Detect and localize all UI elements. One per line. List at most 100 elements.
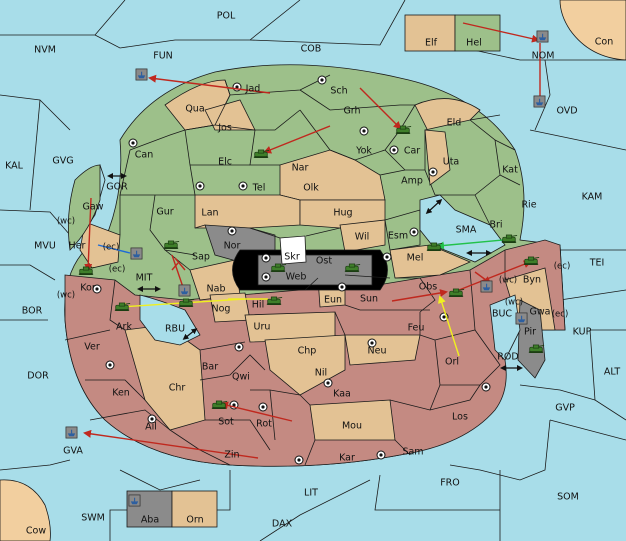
label-gwa: Gwa xyxy=(530,307,551,318)
region-esm[interactable] xyxy=(384,209,421,251)
label-nar: Nar xyxy=(292,163,309,174)
label-fro: FRO xyxy=(440,478,460,489)
label-kat: Kat xyxy=(502,165,518,176)
label-tei: TEI xyxy=(589,258,605,269)
label-nil: Nil xyxy=(315,368,327,379)
label-ec-gwa: (ec) xyxy=(552,310,569,320)
label-nor: Nor xyxy=(224,241,241,252)
region-orl[interactable] xyxy=(434,329,501,386)
label-chr: Chr xyxy=(169,383,186,394)
label-ver: Ver xyxy=(84,342,100,353)
label-web: Web xyxy=(286,272,307,283)
label-nab: Nab xyxy=(207,284,226,295)
label-wil: Wil xyxy=(355,232,369,243)
region-wil[interactable] xyxy=(339,219,386,253)
label-mel: Mel xyxy=(407,253,424,264)
region-cow[interactable] xyxy=(0,479,51,541)
label-wc-gwa: (wc) xyxy=(505,298,523,308)
region-con[interactable] xyxy=(559,0,626,61)
label-fun: FUN xyxy=(153,51,173,62)
label-kar: Kar xyxy=(339,453,355,464)
label-aba: Aba xyxy=(141,515,159,526)
region-mel[interactable] xyxy=(389,244,472,279)
label-gvp: GVP xyxy=(555,403,575,414)
region-hel[interactable] xyxy=(454,14,501,52)
label-elc: Elc xyxy=(218,157,232,168)
label-ail: Ail xyxy=(145,422,157,433)
label-orn: Orn xyxy=(186,515,203,526)
label-eld: Eld xyxy=(447,118,462,129)
label-jos: Jos xyxy=(217,123,232,134)
label-buc: BUC xyxy=(492,309,512,320)
label-los: Los xyxy=(452,412,468,423)
map-labels: POL NVM FUN COB Con Elf Hel NOM OVD Jad … xyxy=(5,11,620,537)
label-chp: Chp xyxy=(298,346,317,357)
label-bor: BOR xyxy=(22,306,43,317)
label-pir: Pir xyxy=(524,327,536,338)
label-gva: GVA xyxy=(63,446,83,457)
label-eun: Eun xyxy=(324,295,342,306)
label-qwi: Qwi xyxy=(232,372,250,383)
label-obs: Obs xyxy=(419,282,438,293)
label-pol: POL xyxy=(217,11,236,22)
label-cob: COB xyxy=(301,44,322,55)
label-alt: ALT xyxy=(604,367,620,378)
order-arrows xyxy=(83,22,544,459)
label-wc-gaw: (wc) xyxy=(57,217,75,227)
connector-arrows xyxy=(107,173,523,371)
label-kam: KAM xyxy=(582,192,603,203)
label-kal: KAL xyxy=(5,161,24,172)
label-som: SOM xyxy=(557,492,579,503)
label-wc-byn: (wc) xyxy=(499,276,517,286)
label-kor: Kor xyxy=(80,283,96,294)
label-dor: DOR xyxy=(27,371,49,382)
label-sun: Sun xyxy=(360,294,378,305)
label-byn: Byn xyxy=(523,275,541,286)
label-rie: Rie xyxy=(521,200,536,211)
label-bri: Bri xyxy=(489,220,502,231)
label-amp: Amp xyxy=(401,176,423,187)
label-gor: GOR xyxy=(106,182,128,193)
label-ec-her: (ec) xyxy=(103,243,120,253)
label-nom: NOM xyxy=(532,51,555,62)
label-ken: Ken xyxy=(112,388,130,399)
label-lan: Lan xyxy=(201,208,218,219)
label-sot: Sot xyxy=(218,417,234,428)
label-qua: Qua xyxy=(185,104,204,115)
label-nvm: NVM xyxy=(34,45,56,56)
label-bar: Bar xyxy=(202,362,218,373)
label-mou: Mou xyxy=(342,421,362,432)
label-gur: Gur xyxy=(156,207,173,218)
sea-buc[interactable] xyxy=(489,294,521,361)
label-gaw: Gaw xyxy=(83,202,104,213)
label-kup: KUP xyxy=(573,327,592,338)
label-yok: Yok xyxy=(355,146,372,157)
label-ark: Ark xyxy=(116,322,132,333)
label-neu: Neu xyxy=(368,346,387,357)
label-skr: Skr xyxy=(284,252,300,263)
label-uta: Uta xyxy=(443,157,460,168)
label-con: Con xyxy=(595,37,613,48)
label-zin: Zin xyxy=(224,450,239,461)
label-sch: Sch xyxy=(330,86,347,97)
label-wc-kor: (wc) xyxy=(57,291,75,301)
region-skr[interactable] xyxy=(279,235,307,265)
label-uru: Uru xyxy=(254,322,271,333)
label-nog: Nog xyxy=(212,304,231,315)
label-swm: SWM xyxy=(81,513,105,524)
label-ec-kor: (ec) xyxy=(109,265,126,275)
label-rod: ROD xyxy=(497,352,518,363)
label-lit: LIT xyxy=(304,488,318,499)
label-hug: Hug xyxy=(333,208,352,219)
label-can: Can xyxy=(135,150,153,161)
label-rbu: RBU xyxy=(165,324,185,335)
label-sam: Sam xyxy=(402,447,423,458)
label-dax: DAX xyxy=(272,519,293,530)
region-gaw[interactable] xyxy=(67,164,101,251)
region-orn[interactable] xyxy=(171,490,218,528)
region-neu-tan xyxy=(344,334,421,366)
label-feu: Feu xyxy=(408,323,425,334)
label-elf: Elf xyxy=(425,38,438,49)
